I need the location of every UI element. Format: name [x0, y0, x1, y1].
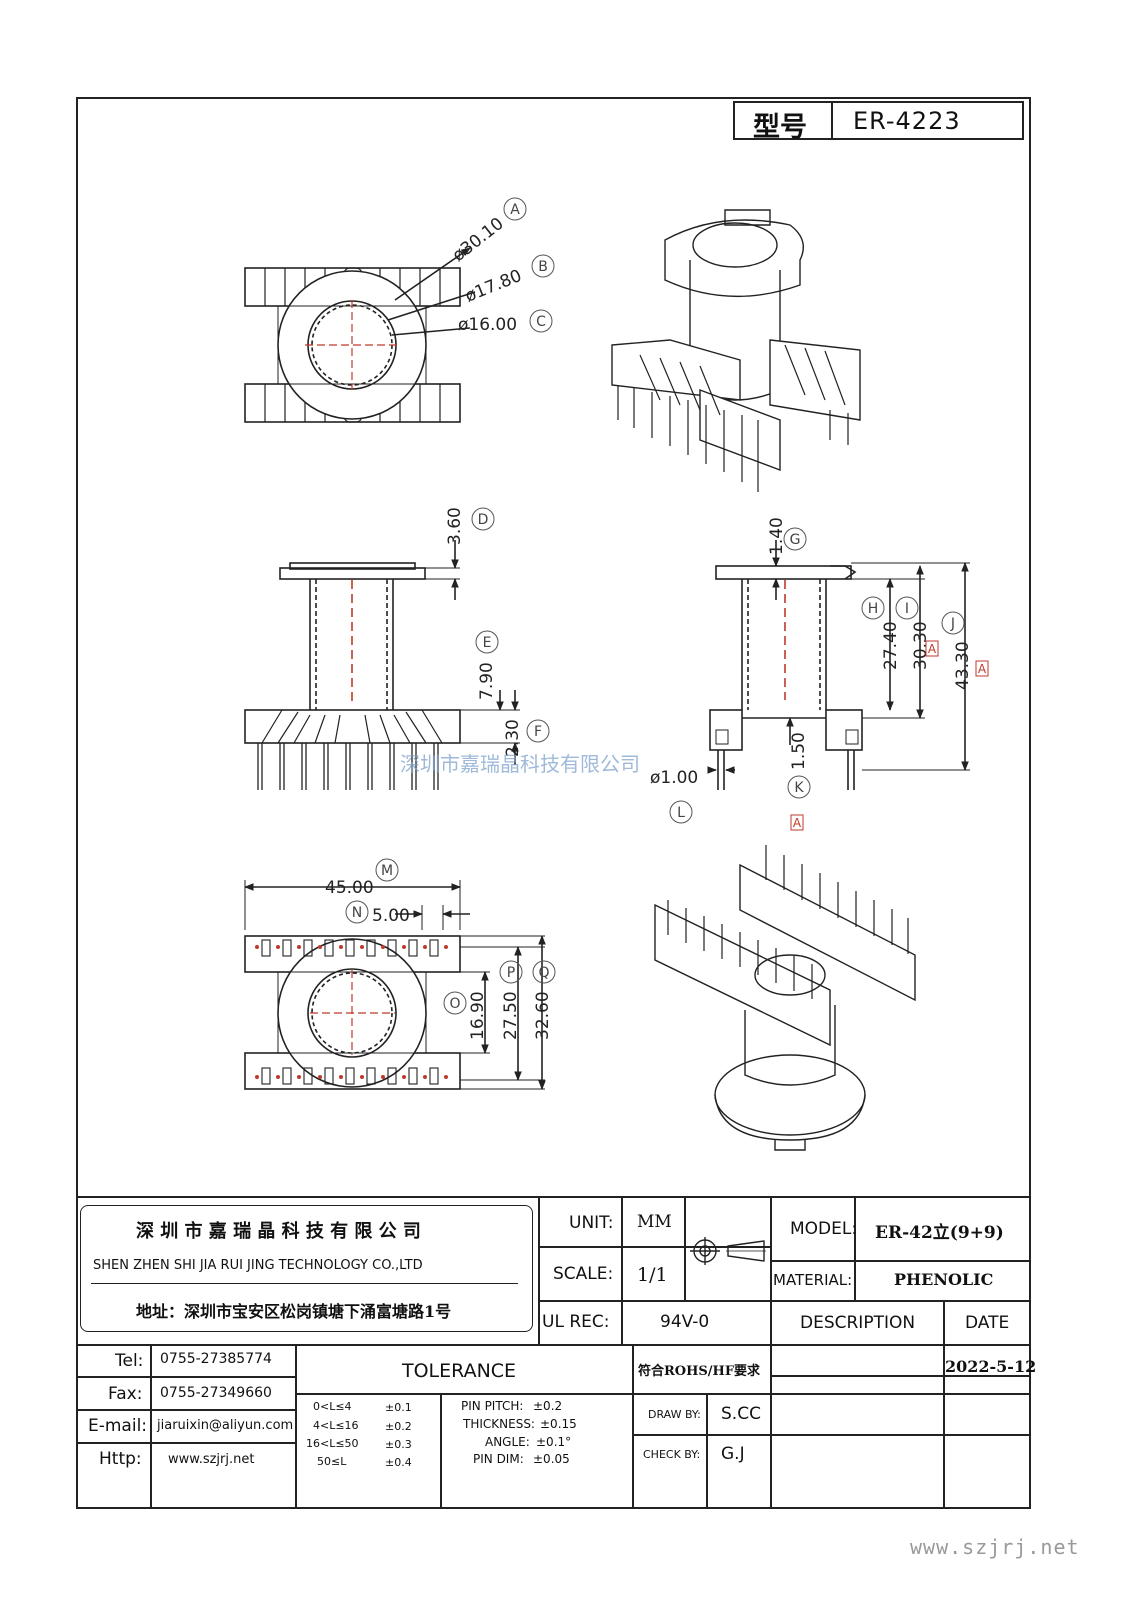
dim-q-value: 32.60 [533, 991, 553, 1040]
compliance-note: 符合ROHS/HF要求 [638, 1364, 761, 1379]
dim-g-value: 1.40 [767, 517, 787, 555]
tol-other-label-0: PIN PITCH: [461, 1399, 524, 1413]
tol-value-2: ±0.3 [385, 1438, 412, 1451]
tol-other-value-0: ±0.2 [533, 1399, 563, 1413]
draw-value: S.CC [721, 1404, 761, 1424]
tag-c: C [536, 314, 546, 330]
dim-e-value: 7.90 [477, 662, 497, 700]
dim-m-value: 45.00 [325, 878, 374, 898]
dim-p-value: 27.50 [501, 991, 521, 1040]
tol-value-3: ±0.4 [385, 1456, 412, 1469]
tag-l: L [677, 805, 685, 821]
top-view [244, 247, 476, 423]
tol-other-label-3: PIN DIM: [473, 1452, 524, 1466]
isometric-view-2 [654, 845, 916, 1151]
fax-label: Fax: [108, 1384, 143, 1404]
dim-c-value: ø16.00 [458, 315, 517, 335]
front-view [244, 540, 520, 790]
tag-o: O [449, 996, 460, 1012]
dim-f-value: 2.30 [503, 719, 523, 757]
bottom-view [244, 880, 546, 1090]
side-view [707, 540, 970, 790]
tag-p: P [507, 965, 515, 981]
tag-i: I [905, 601, 909, 617]
watermark-text: 深圳市嘉瑞晶科技有限公司 [400, 752, 640, 776]
draw-label: DRAW BY: [648, 1408, 701, 1421]
datum-a-2: A [978, 662, 987, 676]
unit-value: MM [637, 1212, 672, 1232]
dim-i-value: 30.30 [911, 621, 931, 670]
tag-q: Q [538, 965, 549, 981]
material-label: MATERIAL: [773, 1271, 853, 1289]
footer-url: www.szjrj.net [910, 1535, 1080, 1559]
dim-l-value: ø1.00 [650, 768, 698, 788]
check-label: CHECK BY: [643, 1448, 701, 1461]
tag-m: M [381, 863, 393, 879]
company-name-en: SHEN ZHEN SHI JIA RUI JING TECHNOLOGY CO… [93, 1258, 423, 1273]
tol-other-value-1: ±0.15 [540, 1417, 577, 1431]
company-box: 深 圳 市 嘉 瑞 晶 科 技 有 限 公 司 SHEN ZHEN SHI JI… [80, 1205, 533, 1332]
tol-range-1: 4<L≤16 [313, 1419, 359, 1432]
dim-n-value: 5.00 [372, 906, 410, 926]
check-value: G.J [721, 1444, 745, 1464]
tag-j: J [950, 616, 955, 632]
date-value: 2022-5-12 [945, 1357, 1037, 1376]
ul-label: UL REC: [542, 1312, 610, 1332]
model-header-box: 型号 ER-4223 [733, 101, 1024, 143]
tol-other-label-2: ANGLE: [485, 1435, 530, 1449]
dim-d-value: 3.60 [445, 507, 465, 545]
tol-range-2: 16<L≤50 [306, 1437, 359, 1450]
drawing-frame [76, 97, 1031, 1509]
company-name-cn: 深 圳 市 嘉 瑞 晶 科 技 有 限 公 司 [136, 1221, 421, 1242]
dim-b-value: ø17.80 [462, 266, 524, 307]
http-value: www.szjrj.net [168, 1452, 255, 1467]
tol-other-label-1: THICKNESS: [463, 1417, 535, 1431]
datum-a-3: A [793, 816, 802, 830]
scale-value: 1/1 [637, 1264, 668, 1286]
tag-h: H [868, 601, 879, 617]
description-label: DESCRIPTION [800, 1313, 916, 1333]
dim-k-value: 1.50 [789, 732, 809, 770]
tag-k: K [794, 780, 804, 796]
email-value: jiaruixin@aliyun.com [157, 1418, 294, 1433]
dim-j-value: 43.30 [953, 641, 973, 690]
tel-value: 0755-27385774 [160, 1351, 272, 1367]
model-value: ER-42立(9+9) [875, 1223, 1004, 1243]
tag-e: E [483, 635, 492, 651]
isometric-view-1 [611, 209, 861, 492]
material-value: PHENOLIC [894, 1270, 994, 1289]
tag-b: B [538, 259, 548, 275]
tol-range-3: 50≤L [317, 1455, 347, 1468]
model-header-label: 型号 [753, 112, 807, 143]
tag-d: D [478, 512, 489, 528]
tag-a: A [510, 202, 520, 218]
tag-g: G [790, 532, 801, 548]
dim-h-value: 27.40 [881, 621, 901, 670]
tel-label: Tel: [115, 1351, 144, 1371]
company-address: 地址：深圳市宝安区松岗镇塘下涌富塘路1号 [136, 1302, 452, 1321]
tag-n: N [352, 905, 362, 921]
dim-a-value: ø30.10 [449, 214, 508, 266]
date-label: DATE [965, 1313, 1010, 1333]
model-header-value: ER-4223 [853, 107, 961, 135]
fax-value: 0755-27349660 [160, 1385, 272, 1401]
technical-drawing: ø30.10 ø17.80 ø16.00 3.60 7.90 2.30 1.40… [244, 197, 989, 1151]
http-label: Http: [99, 1449, 142, 1469]
tol-value-0: ±0.1 [385, 1401, 412, 1414]
ul-value: 94V-0 [660, 1312, 710, 1332]
tol-other-value-2: ±0.1° [536, 1435, 572, 1449]
tol-other-value-3: ±0.05 [533, 1452, 570, 1466]
datum-a-1: A [928, 642, 937, 656]
projection-symbol-icon [690, 1237, 766, 1265]
unit-label: UNIT: [569, 1213, 614, 1233]
tol-range-0: 0<L≤4 [313, 1400, 352, 1413]
tolerance-title: TOLERANCE [402, 1360, 517, 1382]
email-label: E-mail: [88, 1416, 148, 1436]
scale-label: SCALE: [553, 1264, 614, 1284]
dim-o-value: 16.90 [468, 991, 488, 1040]
model-label: MODEL: [790, 1219, 858, 1239]
tag-f: F [534, 724, 542, 740]
tol-value-1: ±0.2 [385, 1420, 412, 1433]
